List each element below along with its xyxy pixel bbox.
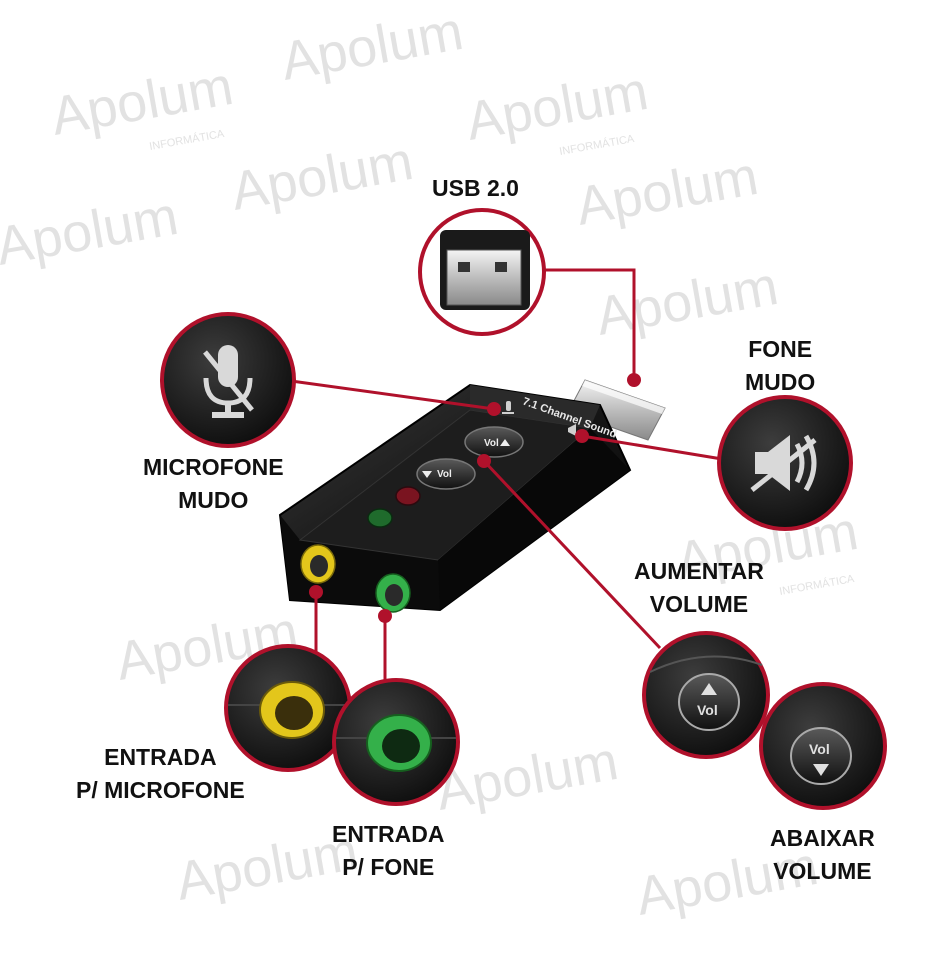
watermark-logo: Apolum — [0, 186, 182, 277]
volume-down-icon: Vol — [790, 727, 852, 785]
vol-down-button-on-device: Vol — [416, 458, 476, 490]
label-fone-mudo: FONE MUDO — [745, 333, 815, 399]
callout-abaixar-volume: Vol — [759, 682, 887, 810]
vol-up-device-label: Vol — [484, 438, 499, 449]
label-fone-mudo-line1: FONE — [748, 336, 813, 362]
leader-microfone-mudo — [283, 378, 495, 411]
callout-entrada-fone — [332, 678, 460, 806]
label-entrada-fone: ENTRADA P/ FONE — [332, 818, 444, 884]
label-microfone-mudo-line1: MICROFONE — [143, 454, 284, 480]
label-entrada-fone-line2: P/ FONE — [342, 854, 435, 880]
label-usb: USB 2.0 — [432, 172, 519, 205]
label-abaixar-volume: ABAIXAR VOLUME — [770, 822, 875, 888]
headphone-mute-icon — [750, 434, 817, 492]
watermark-tagline: INFORMÁTICA — [558, 132, 636, 158]
watermark-logo: Apolum — [432, 731, 623, 822]
leader-usb — [534, 268, 636, 380]
sound-card-device: 7.1 Channel Sound Vol Vol — [278, 383, 632, 612]
usb-plug-icon — [440, 230, 530, 310]
headphone-mute-icon — [568, 424, 576, 436]
callout-usb — [418, 208, 546, 336]
volume-up-icon: Vol — [678, 673, 740, 731]
led-red — [395, 486, 421, 506]
vol-up-button-on-device: Vol — [464, 426, 524, 458]
leader-lines — [283, 268, 723, 690]
label-aumentar-volume-line2: VOLUME — [649, 591, 749, 617]
watermark-logo: Apolum — [227, 131, 418, 222]
mic-jack-on-device — [300, 544, 336, 584]
volume-down-label: Vol — [809, 741, 830, 757]
callout-microfone-mudo — [160, 312, 296, 448]
leader-dots — [309, 373, 641, 623]
label-abaixar-volume-line1: ABAIXAR — [770, 825, 875, 851]
label-usb-text: USB 2.0 — [432, 175, 519, 201]
microphone-mute-icon — [502, 401, 514, 414]
led-green — [367, 508, 393, 528]
fone-jack-on-device — [375, 573, 411, 613]
watermark: Apolum Apolum Apolum Apolum Apolum Apolu… — [0, 1, 862, 927]
label-abaixar-volume-line2: VOLUME — [773, 858, 872, 884]
volume-up-label: Vol — [697, 702, 718, 718]
label-microfone-mudo: MICROFONE MUDO — [143, 451, 284, 517]
label-aumentar-volume: AUMENTAR VOLUME — [634, 555, 764, 621]
label-entrada-fone-line1: ENTRADA — [332, 821, 445, 847]
microphone-mute-icon — [203, 345, 254, 418]
label-fone-mudo-line2: MUDO — [745, 369, 816, 395]
watermark-logo: Apolum — [572, 146, 763, 237]
label-entrada-microfone: ENTRADA P/ MICROFONE — [76, 741, 245, 807]
vol-down-device-label: Vol — [437, 469, 452, 480]
label-microfone-mudo-line2: MUDO — [178, 487, 249, 513]
label-entrada-microfone-line1: ENTRADA — [104, 744, 217, 770]
watermark-tagline: INFORMÁTICA — [148, 127, 226, 153]
label-aumentar-volume-line1: AUMENTAR — [634, 558, 764, 584]
label-entrada-microfone-line2: P/ MICROFONE — [76, 777, 245, 803]
watermark-logo: Apolum — [277, 1, 468, 92]
callout-fone-mudo — [717, 395, 853, 531]
callout-aumentar-volume: Vol — [642, 631, 770, 759]
watermark-tagline: INFORMÁTICA — [778, 572, 856, 598]
callout-entrada-microfone — [224, 644, 352, 772]
leader-fone-mudo — [581, 434, 723, 461]
leader-volume — [482, 459, 662, 650]
